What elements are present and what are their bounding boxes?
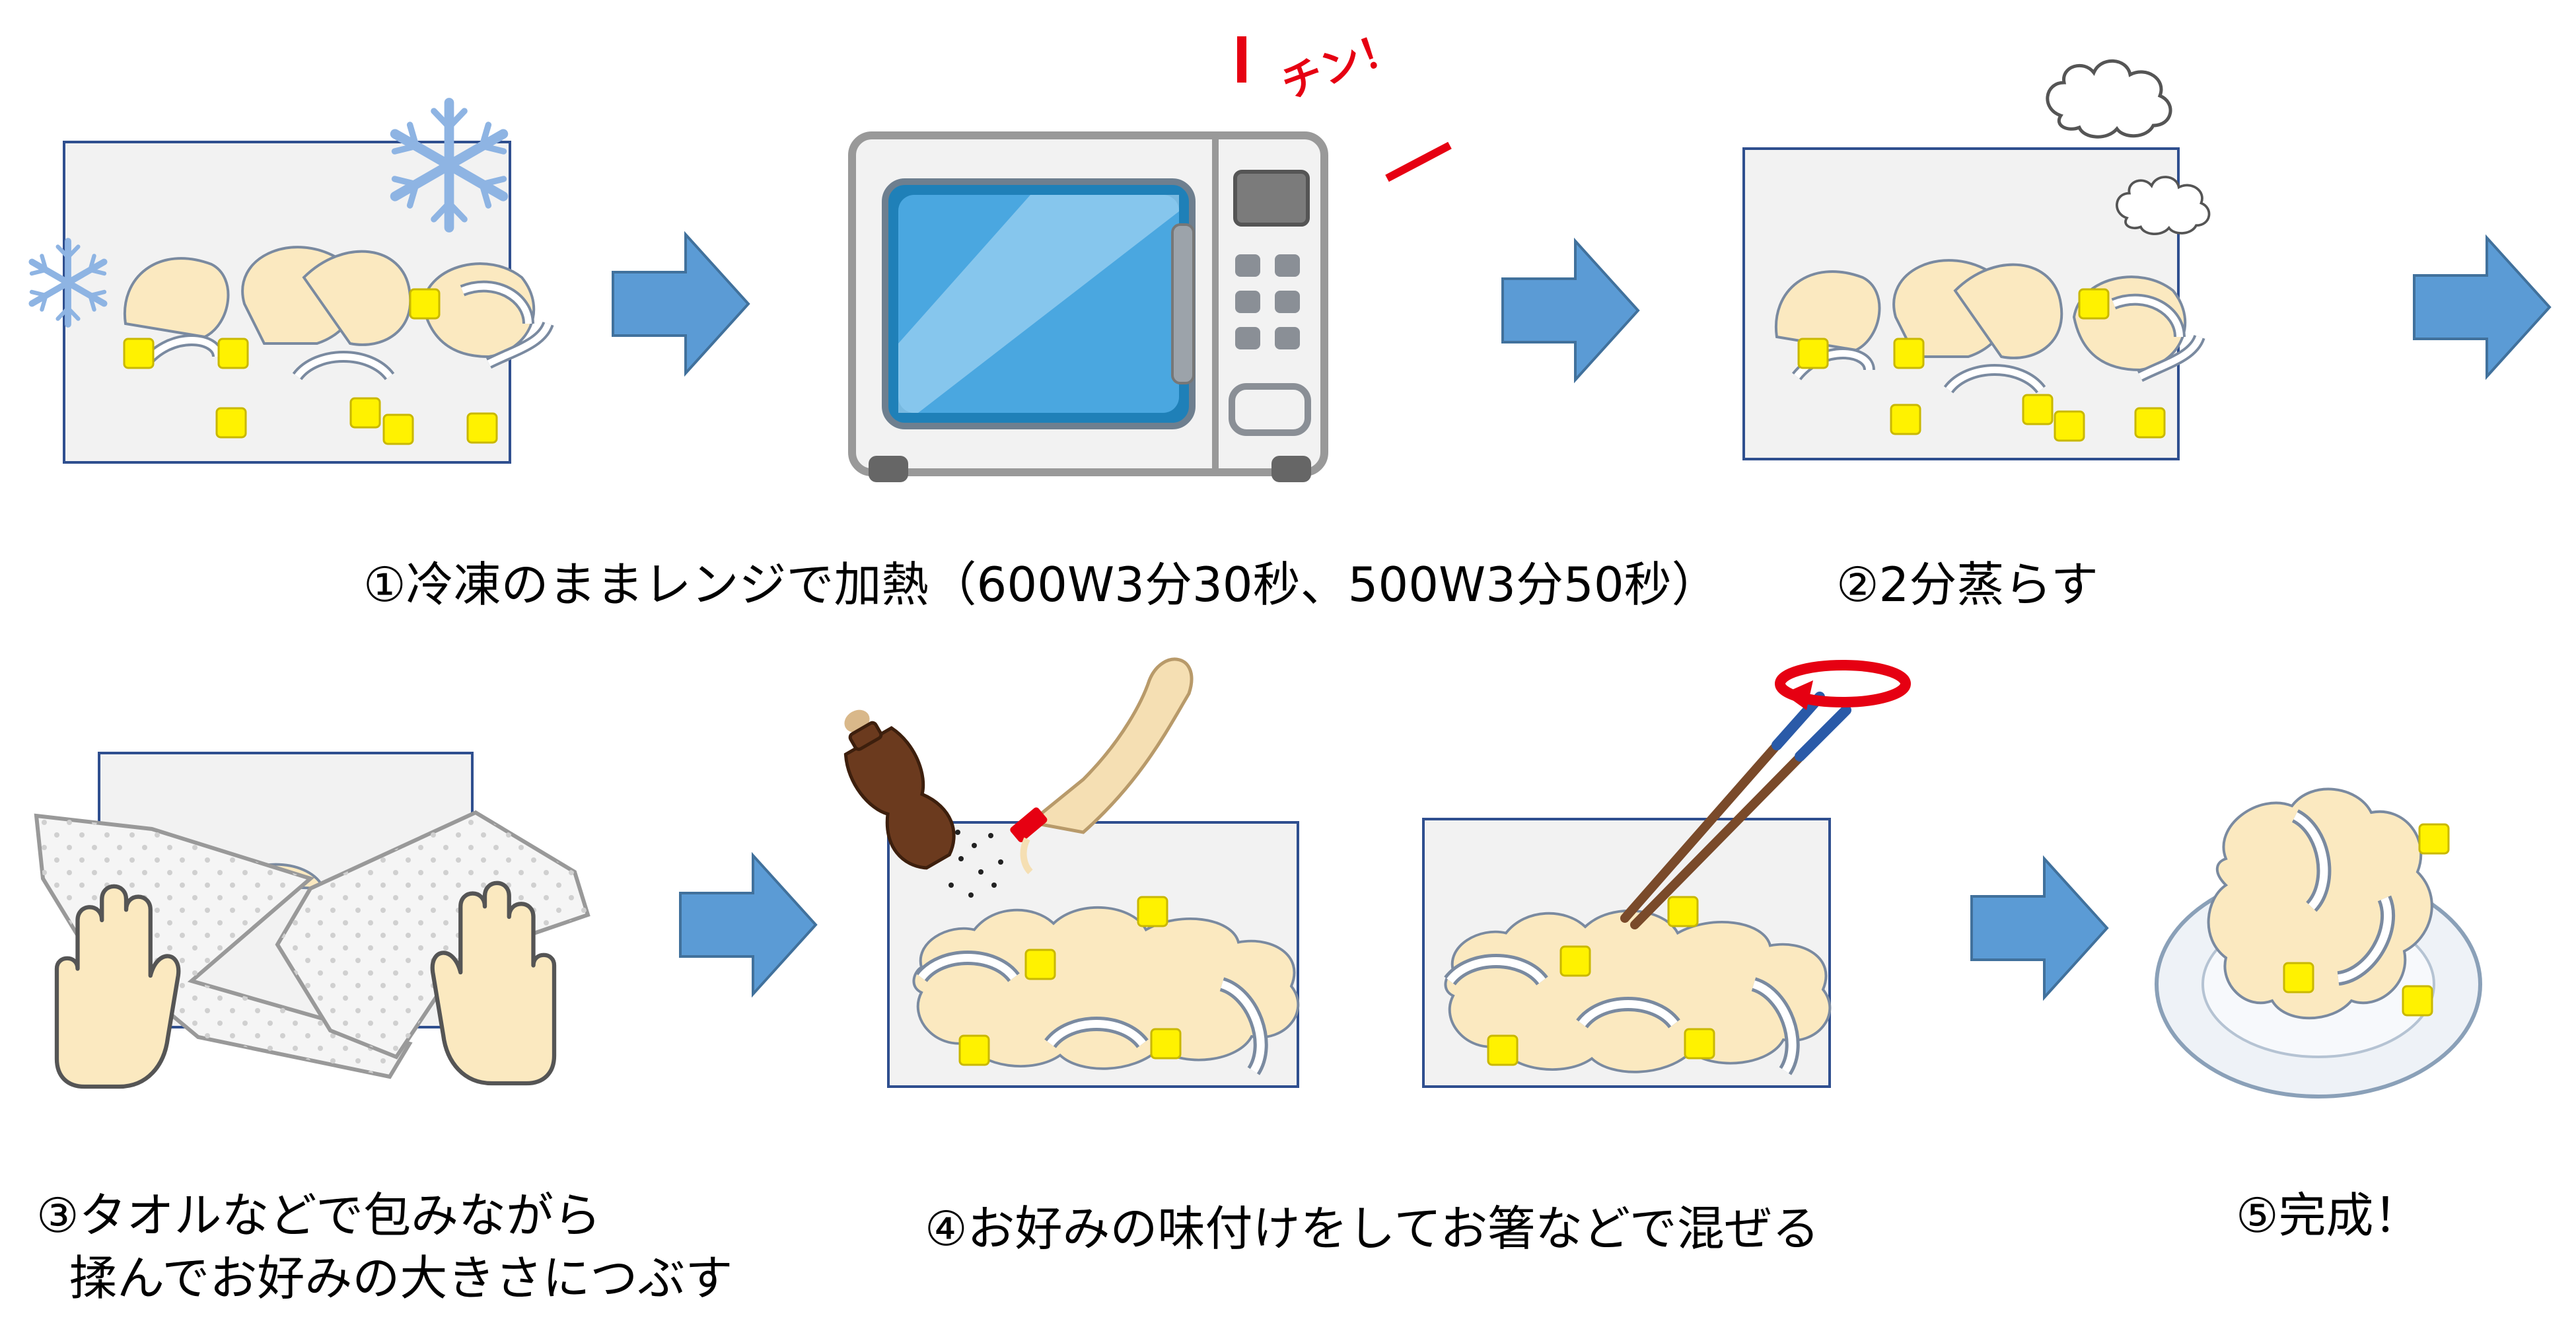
right-arrow-icon (679, 854, 817, 995)
right-arrow-icon (2413, 236, 2551, 378)
seasoning-container (887, 821, 1300, 1088)
step2-caption: ②2分蒸らす (1836, 557, 2098, 612)
steam-cloud-icon (2116, 176, 2211, 236)
steaming-container (1742, 147, 2200, 460)
right-arrow-icon (1970, 857, 2108, 999)
right-arrow-icon (612, 233, 750, 375)
right-arrow-icon (1501, 240, 1639, 381)
sauce-bottle-icon (1010, 657, 1194, 875)
rotate-arrow-icon (1775, 660, 1911, 710)
mixing-container (1422, 818, 1832, 1088)
frozen-container (63, 141, 548, 464)
pepper-mill-icon (843, 709, 956, 870)
step4-caption: ④お好みの味付けをしてお箸などで混ぜる (925, 1201, 1820, 1256)
step5-caption: ⑤完成！ (2236, 1188, 2421, 1243)
step3-caption-line1: ③タオルなどで包みながら (36, 1188, 602, 1243)
steam-cloud-icon (2048, 61, 2170, 137)
microwave-icon (848, 131, 1328, 482)
sound-effect-text: チン！ (1275, 21, 1407, 108)
step1-caption: ①冷凍のままレンジで加熱（600W3分30秒、500W3分50秒） (363, 557, 1719, 612)
finished-potato-salad (2207, 787, 2450, 1020)
pepper-particles (948, 830, 1003, 898)
step3-caption-line2: 揉んでお好みの大きさにつぶす (69, 1250, 733, 1306)
